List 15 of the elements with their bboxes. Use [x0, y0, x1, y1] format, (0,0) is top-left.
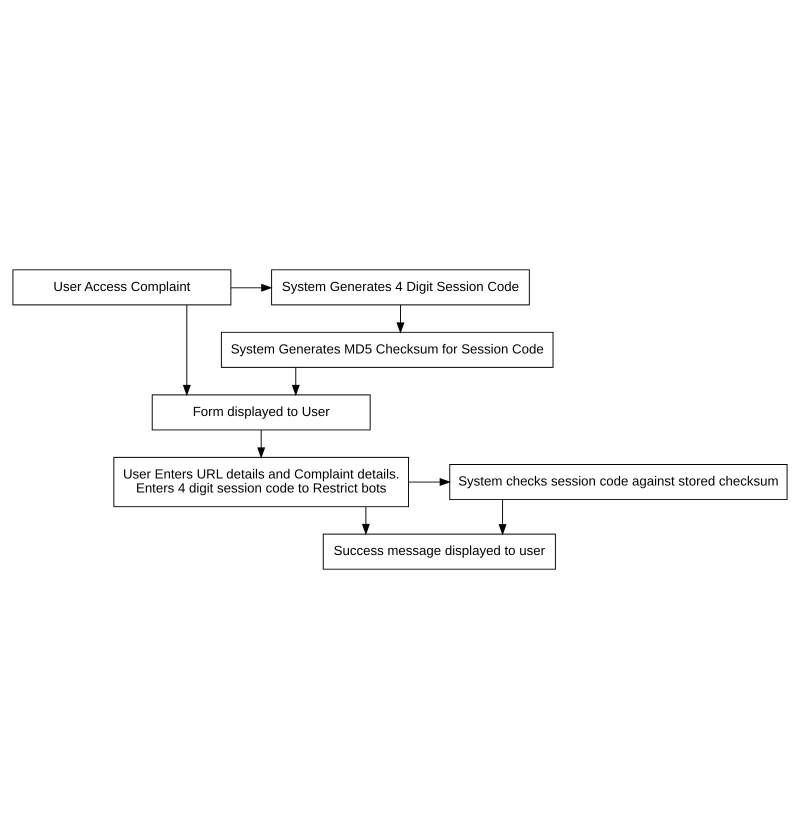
arrow — [292, 366, 300, 396]
node-box: User Access Complaint — [12, 268, 232, 305]
arrow — [498, 498, 507, 536]
arrow — [230, 283, 273, 292]
arrow — [257, 429, 266, 458]
node-box: User Enters URL details and Complaint details. Enters 4 digit session code to Restrict bots — [113, 456, 409, 507]
node-box: Success message displayed to user — [322, 533, 556, 570]
arrow — [362, 506, 370, 535]
node-box: Form displayed to User — [152, 394, 371, 430]
arrow — [396, 304, 404, 334]
node-box: System Generates MD5 Checksum for Session Code — [220, 331, 554, 368]
arrow — [182, 304, 191, 396]
arrow — [408, 478, 452, 486]
node-box: System checks session code against stored checksum — [449, 464, 788, 500]
node-box: System Generates 4 Digit Session Code — [271, 268, 530, 305]
